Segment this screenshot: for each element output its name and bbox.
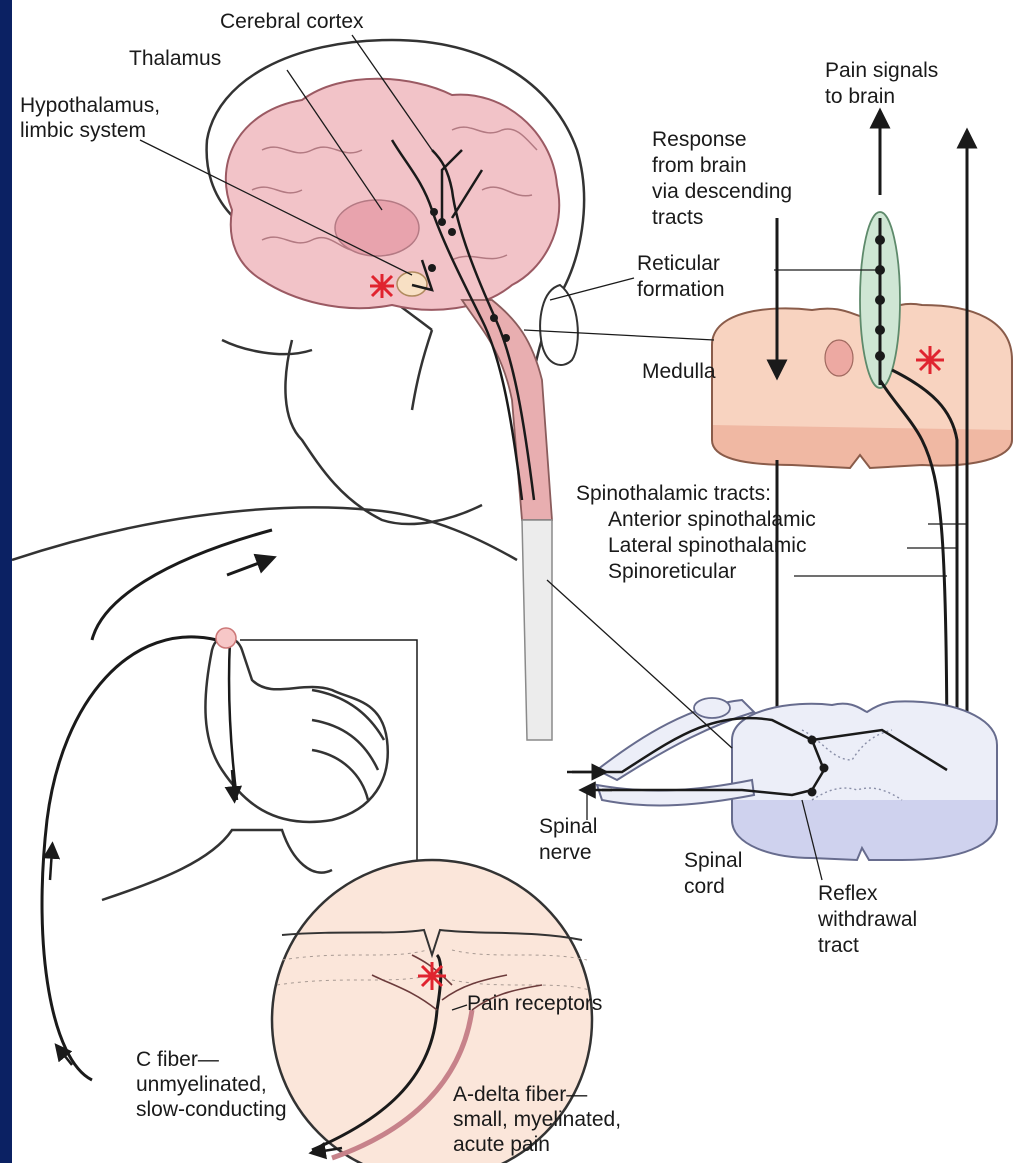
label-a-delta-line2: small, myelinated, bbox=[453, 1108, 621, 1131]
label-spinal-nerve-line1: Spinal bbox=[539, 815, 597, 838]
label-spinoreticular: Spinoreticular bbox=[608, 560, 736, 583]
label-pain-signals-line1: Pain signals bbox=[825, 59, 938, 82]
label-pain-receptors: Pain receptors bbox=[467, 992, 602, 1015]
pain-marker-skin bbox=[418, 962, 446, 990]
label-reflex-line2: withdrawal bbox=[817, 908, 917, 931]
label-spinothalamic-tracts: Spinothalamic tracts: bbox=[576, 482, 771, 505]
label-hypothalamus-line2: limbic system bbox=[20, 119, 146, 142]
label-pain-signals-line2: to brain bbox=[825, 85, 895, 108]
arrow-marker bbox=[227, 560, 267, 575]
label-lateral-spinothalamic: Lateral spinothalamic bbox=[608, 534, 806, 557]
label-anterior-spinothalamic: Anterior spinothalamic bbox=[608, 508, 816, 531]
label-c-fiber-line3: slow-conducting bbox=[136, 1098, 287, 1121]
cervical-spinal-column bbox=[522, 520, 552, 740]
label-spinal-cord-line2: cord bbox=[684, 875, 725, 898]
label-hypothalamus-line1: Hypothalamus, bbox=[20, 94, 160, 117]
brain-stem bbox=[462, 300, 552, 520]
pain-pathway-diagram: Cerebral cortex Thalamus Hypothalamus, l… bbox=[12, 0, 1018, 1163]
label-response-line3: via descending bbox=[652, 180, 792, 203]
afferent-loop bbox=[42, 530, 272, 1080]
label-reflex-line3: tract bbox=[818, 934, 859, 957]
label-response-line2: from brain bbox=[652, 154, 747, 177]
label-spinal-nerve-line2: nerve bbox=[539, 841, 592, 864]
diagram-panel: Cerebral cortex Thalamus Hypothalamus, l… bbox=[12, 0, 1018, 1163]
label-response-line1: Response bbox=[652, 128, 747, 151]
pain-marker-medulla bbox=[916, 346, 944, 374]
label-c-fiber-line1: C fiber— bbox=[136, 1048, 219, 1071]
label-spinal-cord-line1: Spinal bbox=[684, 849, 742, 872]
label-reticular-line2: formation bbox=[637, 278, 725, 301]
spinal-cord-base bbox=[732, 800, 997, 860]
hand-illustration bbox=[102, 637, 388, 900]
label-reticular-line1: Reticular bbox=[637, 252, 720, 275]
label-c-fiber-line2: unmyelinated, bbox=[136, 1073, 267, 1096]
thalamus-region bbox=[335, 200, 419, 256]
label-thalamus: Thalamus bbox=[129, 47, 221, 70]
dorsal-root-ganglion bbox=[694, 698, 730, 718]
brain-cerebrum bbox=[226, 79, 559, 310]
hypothalamus-region bbox=[397, 272, 427, 296]
pain-stimulus-spot bbox=[216, 628, 236, 648]
medulla-nucleus bbox=[825, 340, 853, 376]
label-cerebral-cortex: Cerebral cortex bbox=[220, 10, 364, 33]
label-response-line4: tracts bbox=[652, 206, 703, 229]
label-a-delta-line1: A-delta fiber— bbox=[453, 1083, 587, 1106]
label-a-delta-line3: acute pain bbox=[453, 1133, 550, 1156]
arrow-marker bbox=[50, 850, 52, 880]
label-reflex-line1: Reflex bbox=[818, 882, 878, 905]
pain-marker-brain bbox=[370, 274, 394, 298]
label-medulla: Medulla bbox=[642, 360, 716, 383]
